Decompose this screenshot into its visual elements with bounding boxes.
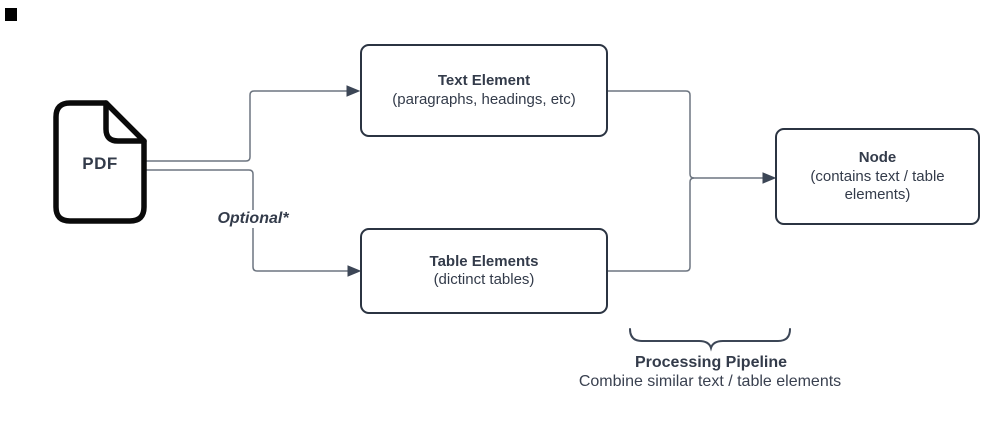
- connector-text-element-to-merge: [608, 90, 695, 179]
- node-box: Node (contains text / table elements): [775, 128, 980, 225]
- connector-pdf-to-text-element: [146, 90, 347, 162]
- table-elements-subtitle: (dictinct tables): [433, 271, 535, 289]
- arrowhead-into-node: [762, 172, 777, 184]
- curly-brace: [629, 328, 791, 352]
- table-elements-title: Table Elements: [429, 252, 539, 270]
- optional-connector-label: Optional*: [210, 210, 296, 228]
- node-title: Node: [858, 149, 897, 166]
- arrowhead-into-table-elements: [347, 265, 362, 277]
- arrowhead-into-text-element: [346, 85, 361, 97]
- text-element-box: Text Element (paragraphs, headings, etc): [360, 44, 608, 137]
- text-element-title: Text Element: [437, 72, 531, 90]
- connector-table-elements-to-merge: [608, 177, 695, 272]
- corner-marker: [5, 8, 17, 21]
- text-element-subtitle: (paragraphs, headings, etc): [392, 90, 576, 108]
- pdf-icon-label: PDF: [82, 154, 118, 173]
- node-subtitle: (contains text / table elements): [810, 167, 945, 204]
- table-elements-box: Table Elements (dictinct tables): [360, 228, 608, 314]
- processing-pipeline-subtitle: Combine similar text / table elements: [578, 373, 842, 390]
- processing-pipeline-title: Processing Pipeline: [634, 354, 788, 371]
- pdf-file-icon: [53, 100, 147, 224]
